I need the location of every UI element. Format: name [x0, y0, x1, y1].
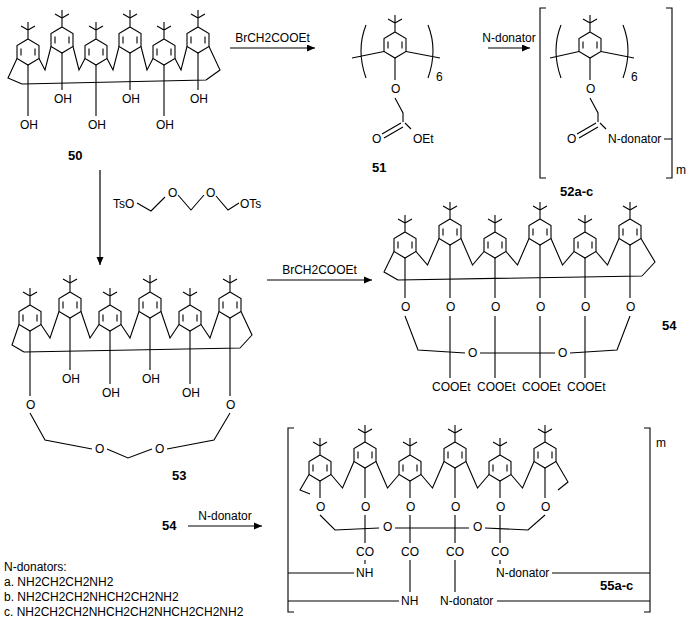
structure-label: 6 [631, 70, 638, 84]
compound-region: 50 [2, 2, 230, 170]
structure-label: OH [54, 92, 72, 106]
structure-label: O [26, 398, 35, 412]
structure-label: 6 [436, 70, 443, 84]
structure-label: N-donators: [4, 560, 67, 574]
structure-label: O [372, 132, 381, 146]
structure-label: OH [88, 118, 106, 132]
structure-label: O [491, 300, 500, 314]
structure-label: N-donator [608, 132, 661, 146]
reagent-label: N-donator [481, 31, 536, 45]
structure-label: CO [356, 545, 374, 559]
structure-label: OH [182, 386, 200, 400]
structure-label: TsO [113, 197, 134, 211]
structure-label: O [473, 520, 482, 534]
structure-label: CO [491, 545, 509, 559]
structure-label: O [168, 186, 177, 200]
structure-label: m [656, 436, 666, 450]
structure-label: COOEt [567, 380, 606, 394]
structure-label: O [206, 186, 215, 200]
structure-label: O [536, 300, 545, 314]
structure-label: O [383, 520, 392, 534]
structure-label: COOEt [432, 380, 471, 394]
compound-region: 53 [5, 265, 267, 487]
reagent-label: BrCH2COOEt [234, 31, 311, 45]
reaction-arrow [97, 170, 104, 265]
reaction-arrow [230, 45, 315, 52]
structure-label: O [586, 82, 595, 96]
structure-label: CO [401, 545, 419, 559]
structure-label: c. NH2CH2CH2NHCH2CH2NHCH2CH2NH2 [4, 605, 243, 619]
reaction-arrow [267, 277, 372, 284]
compound-number: 52a-c [560, 184, 593, 199]
reaction-arrow [188, 523, 262, 530]
structure-label: O [496, 500, 505, 514]
structure-label: O [581, 300, 590, 314]
structure-label: N-donator [496, 566, 549, 580]
compound-region: 51 [315, 2, 488, 180]
structure-label: O [391, 82, 400, 96]
structure-label: O [558, 346, 567, 360]
structure-label: O [567, 132, 576, 146]
compound-number: 51 [372, 160, 386, 175]
compound-region: 52a-c [530, 2, 692, 202]
structure-label: NH [356, 566, 373, 580]
compound-number: 53 [172, 468, 186, 483]
compound-number: 50 [68, 148, 82, 163]
structure-label: a. NH2CH2CH2NH2 [4, 575, 113, 589]
compound-number: 54 [662, 318, 676, 333]
structure-label: O [316, 500, 325, 514]
structure-label: OH [20, 118, 38, 132]
structure-label: O [451, 500, 460, 514]
structure-label: O [446, 300, 455, 314]
structure-label: COOEt [522, 380, 561, 394]
reaction-arrow [488, 45, 530, 52]
structure-label: O [155, 442, 164, 456]
structure-label: N-donator [440, 594, 493, 608]
structure-label: O [406, 500, 415, 514]
structure-label: OH [102, 386, 120, 400]
structure-label: O [468, 346, 477, 360]
structure-label: OH [190, 92, 208, 106]
structure-label: O [626, 300, 635, 314]
structure-label: OH [62, 372, 80, 386]
structure-label: COOEt [477, 380, 516, 394]
reagent-label: N-donator [197, 509, 252, 523]
structure-label: O [361, 500, 370, 514]
structure-label: CO [446, 545, 464, 559]
structure-label: O [401, 300, 410, 314]
structure-label: OEt [413, 132, 434, 146]
structure-label: b. NH2CH2CH2NHCH2CH2NH2 [4, 590, 179, 604]
structure-label: O [95, 442, 104, 456]
compound-number: 55a-c [600, 578, 633, 593]
structure-label: OH [142, 372, 160, 386]
structure-label: OH [156, 118, 174, 132]
structure-label: OTs [240, 197, 261, 211]
structure-label: m [676, 163, 686, 177]
reagent-label: BrCH2COOEt [281, 263, 358, 277]
structure-label: OH [122, 92, 140, 106]
compound-number: 54 [162, 518, 176, 533]
structure-label: O [541, 500, 550, 514]
structure-label: NH [401, 594, 418, 608]
compound-region: 54 [156, 512, 188, 540]
structure-label: O [226, 398, 235, 412]
